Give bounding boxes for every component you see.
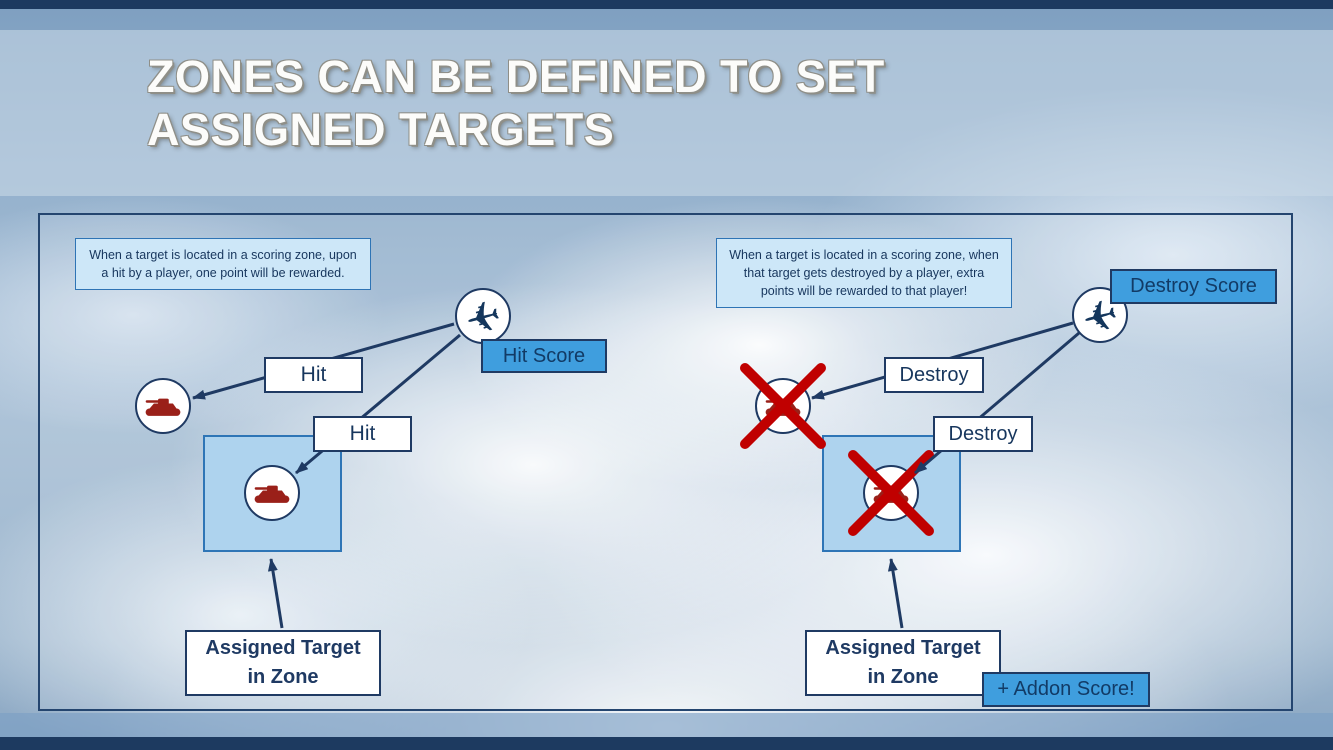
assigned-target-label-left: Assigned Target in Zone: [185, 630, 381, 696]
tank-icon: [254, 485, 290, 503]
destroy-label-1: Destroy: [884, 357, 984, 393]
assigned-target-label-right: Assigned Target in Zone: [805, 630, 1001, 696]
jet-icon: ✈: [460, 289, 507, 344]
target-tank-left: [135, 378, 191, 434]
info-box-hit-rule: When a target is located in a scoring zo…: [75, 238, 371, 291]
title-line-1: ZONES CAN BE DEFINED TO SET: [147, 51, 885, 102]
hit-score-label: Hit Score: [481, 339, 607, 373]
slide-title: ZONES CAN BE DEFINED TO SET ASSIGNED TAR…: [147, 50, 885, 156]
hit-label-1: Hit: [264, 357, 363, 393]
destroyed-x-icon: [848, 450, 934, 536]
info-box-destroy-rule: When a target is located in a scoring zo…: [716, 238, 1012, 309]
destroyed-x-icon: [740, 363, 826, 449]
addon-score-label: + Addon Score!: [982, 672, 1150, 707]
destroy-label-2: Destroy: [933, 416, 1033, 452]
top-border-bar: [0, 0, 1333, 9]
title-line-2: ASSIGNED TARGETS: [147, 104, 615, 155]
destroy-score-label: Destroy Score: [1110, 269, 1277, 304]
assigned-target-tank-left: [244, 465, 300, 521]
title-band: ZONES CAN BE DEFINED TO SET ASSIGNED TAR…: [0, 30, 1333, 196]
player-jet-left: ✈: [455, 288, 511, 344]
bottom-border-bar: [0, 737, 1333, 750]
bottom-band: [0, 713, 1333, 737]
hit-label-2: Hit: [313, 416, 412, 452]
tank-icon: [145, 398, 181, 416]
